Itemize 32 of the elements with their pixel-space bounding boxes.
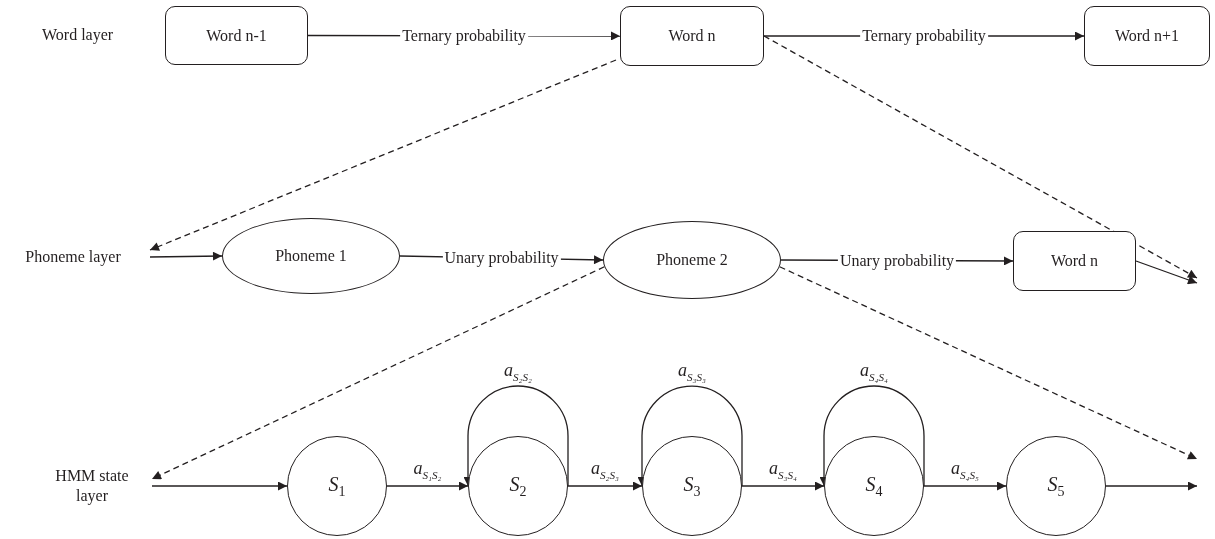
- self-loop-arrow: [463, 385, 569, 487]
- edge-label: Unary probability: [442, 248, 561, 268]
- state-circle: S$_{4}$: [824, 436, 924, 536]
- arrow: [567, 481, 643, 491]
- state-circle: S$_{3}$: [642, 436, 742, 536]
- word-box: Word n: [1013, 231, 1136, 291]
- arrow: [149, 251, 223, 261]
- arrow: [1105, 481, 1198, 491]
- dashed-arrow: [149, 59, 617, 251]
- arrow: [1135, 260, 1198, 285]
- layer-label: HMM state layer: [40, 462, 144, 510]
- word-box: Word n: [620, 6, 764, 66]
- arrow: [923, 481, 1007, 491]
- word-box: Word n-1: [165, 6, 308, 65]
- edge-label: Ternary probability: [860, 26, 988, 46]
- dashed-arrow: [779, 266, 1198, 460]
- arrow: [151, 481, 288, 491]
- dashed-arrow: [151, 266, 605, 480]
- state-circle: S$_{2}$: [468, 436, 568, 536]
- state-circle: S$_{1}$: [287, 436, 387, 536]
- arrow: [741, 481, 825, 491]
- state-circle: S$_{5}$: [1006, 436, 1106, 536]
- phoneme-ellipse: Phoneme 2: [603, 221, 781, 299]
- dashed-arrow: [763, 35, 1198, 279]
- self-loop-arrow: [819, 385, 925, 487]
- edge-label: Ternary probability: [400, 26, 528, 46]
- layer-label: Word layer: [42, 26, 114, 44]
- layer-label: Phoneme layer: [4, 245, 142, 269]
- word-box: Word n+1: [1084, 6, 1210, 66]
- arrow: [386, 481, 469, 491]
- self-loop-arrow: [637, 385, 743, 487]
- phoneme-ellipse: Phoneme 1: [222, 218, 400, 294]
